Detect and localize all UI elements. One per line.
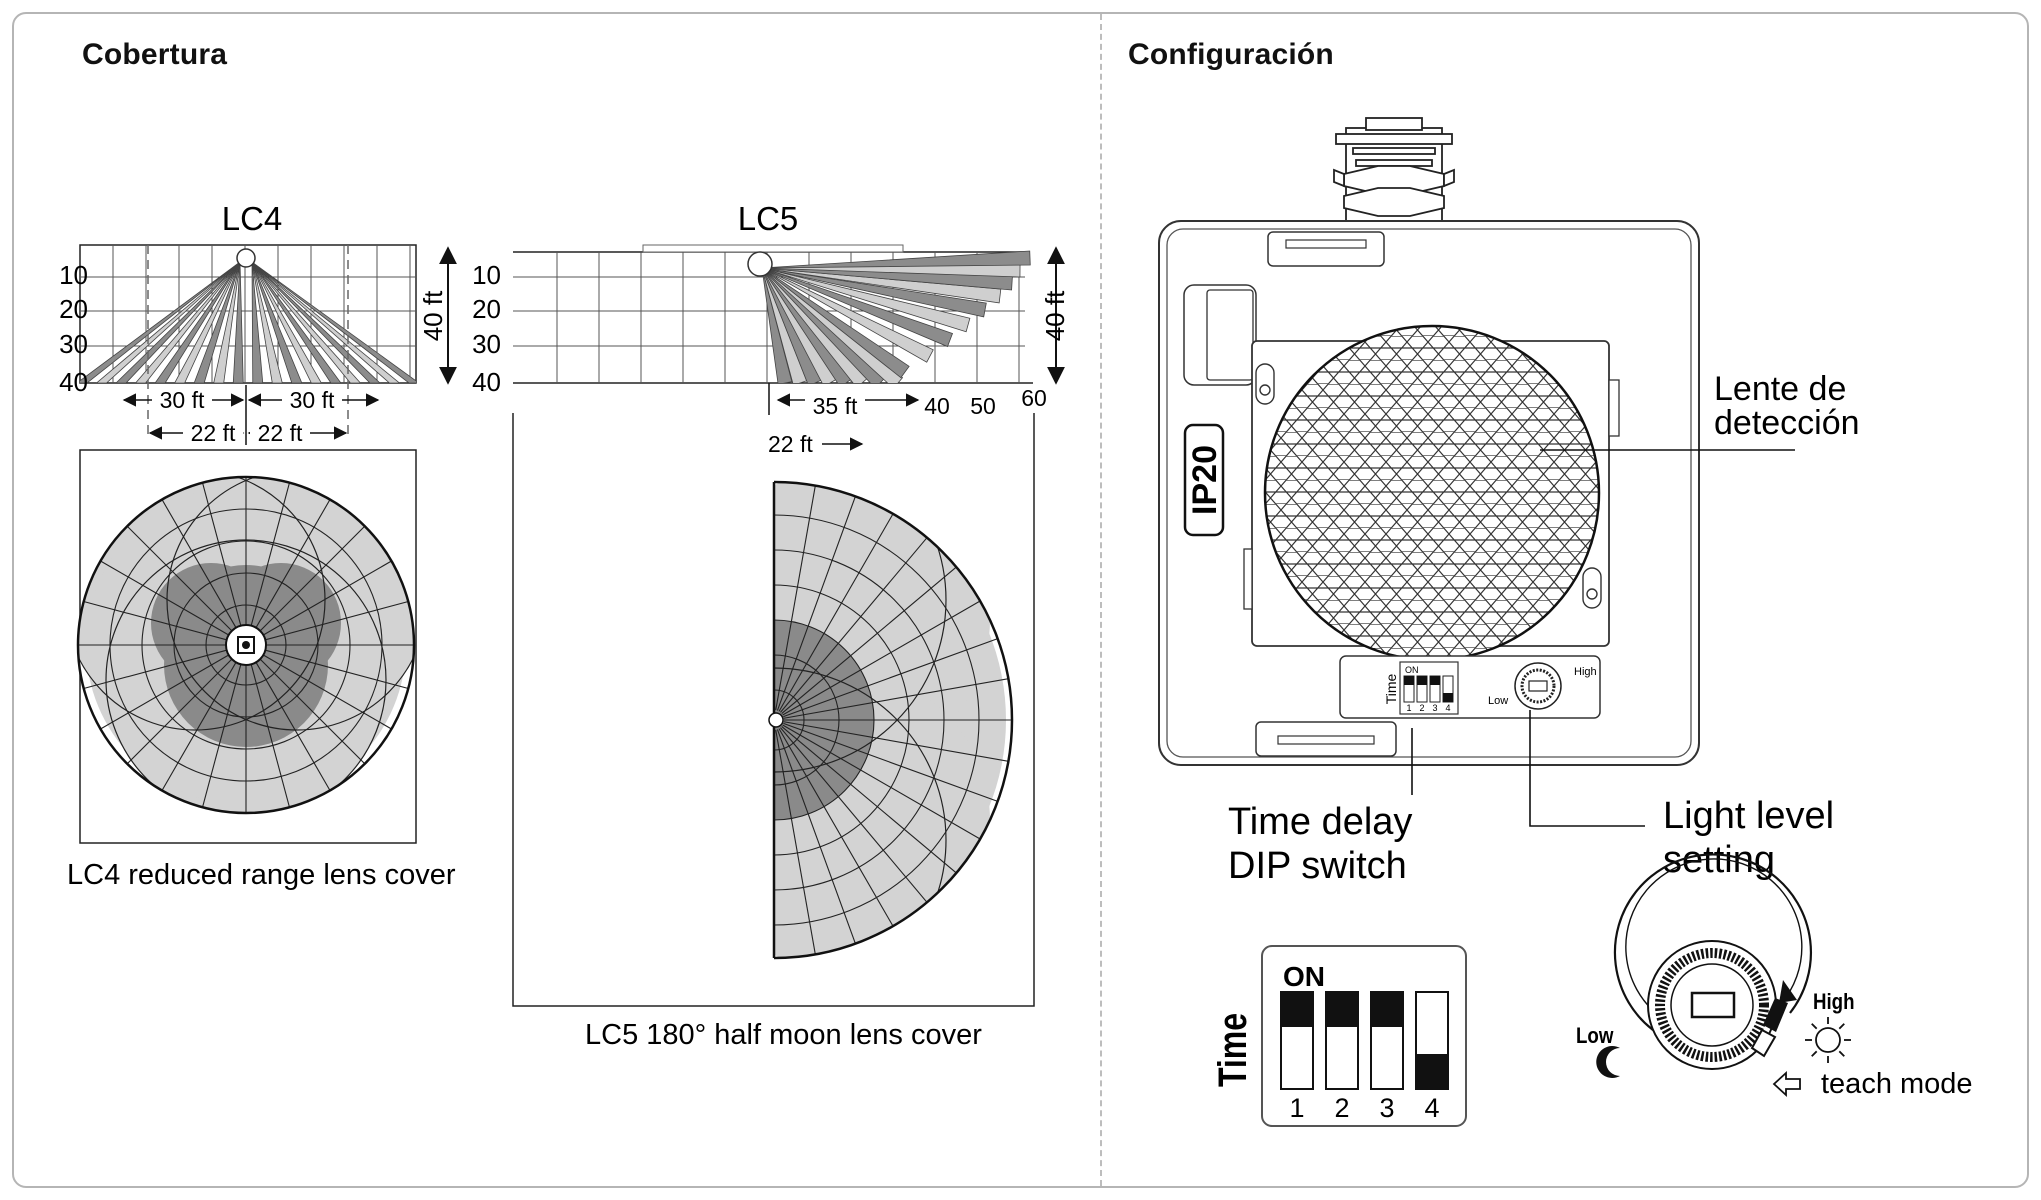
dip-switch-lever — [1326, 992, 1358, 1027]
small-high-label: High — [1574, 666, 1597, 678]
lc5-tick-60: 60 — [1021, 385, 1047, 411]
outer-frame — [12, 12, 2029, 1188]
conduit-nut — [1333, 117, 1455, 227]
small-time-label: Time — [1383, 673, 1399, 704]
lc4-diagram: LC4 10 20 30 40 40 ft 30 ft 30 ft 22 ft … — [59, 200, 457, 891]
knob-teach-label: teach mode — [1821, 1068, 1973, 1100]
knob-low-label: Low — [1576, 1025, 1613, 1049]
lc4-title: LC4 — [222, 200, 283, 237]
coverage-heading: Cobertura — [82, 38, 228, 71]
dip-switch-lever — [1416, 1054, 1448, 1089]
section-divider — [1100, 14, 1102, 1186]
dip-switch-number: 2 — [1334, 1093, 1349, 1123]
lc4-dim-22-right: 22 ft — [258, 420, 303, 446]
lc5-caption: LC5 180° half moon lens cover — [585, 1019, 982, 1051]
lc4-side-view — [79, 244, 457, 440]
small-low-label: Low — [1488, 695, 1508, 707]
lc4-height-label: 40 ft — [418, 290, 448, 341]
dip-label-line2: DIP switch — [1228, 845, 1407, 887]
dip-on-label: ON — [1283, 961, 1325, 992]
lc5-row-label: 10 — [472, 260, 501, 290]
svg-text:1: 1 — [1406, 703, 1411, 713]
light-level-knob-detail: Low High teach mode — [1576, 853, 1973, 1100]
lc4-row-label: 10 — [59, 260, 88, 290]
light-label-line1: Light level — [1663, 795, 1834, 837]
dip-label-line1: Time delay — [1228, 801, 1412, 843]
lc5-height-label: 40 ft — [1040, 290, 1070, 341]
detection-lens — [1265, 326, 1599, 660]
dip-switch-lever — [1371, 992, 1403, 1027]
dip-switch-lever — [1281, 992, 1313, 1027]
lc4-row-label: 30 — [59, 329, 88, 359]
lc4-dim-30-left: 30 ft — [160, 387, 205, 413]
dip-switch-number: 1 — [1289, 1093, 1304, 1123]
lens-label-line2: detección — [1714, 404, 1860, 442]
ip-rating: IP20 — [1186, 445, 1224, 515]
lc5-row-label: 30 — [472, 329, 501, 359]
lc5-tick-40: 40 — [924, 393, 950, 419]
svg-text:2: 2 — [1419, 703, 1424, 713]
knob-high-label: High — [1813, 991, 1855, 1015]
lc4-row-label: 20 — [59, 294, 88, 324]
lc5-tick-50: 50 — [970, 393, 996, 419]
svg-text:3: 3 — [1432, 703, 1437, 713]
lens-label-line1: Lente de — [1714, 370, 1846, 408]
lc4-caption: LC4 reduced range lens cover — [67, 859, 456, 891]
lc5-title: LC5 — [738, 200, 799, 237]
lc5-row-label: 20 — [472, 294, 501, 324]
svg-text:4: 4 — [1445, 703, 1450, 713]
dip-switch-number: 3 — [1379, 1093, 1394, 1123]
lc5-side-view — [513, 244, 1065, 385]
dip-time-label: Time — [1210, 1013, 1255, 1087]
lc5-dim-22: 22 ft — [768, 431, 813, 457]
small-on-label: ON — [1405, 665, 1419, 675]
dip-switch-number: 4 — [1424, 1093, 1439, 1123]
lc5-top-view — [512, 413, 1035, 1007]
lc4-row-label: 40 — [59, 367, 88, 397]
lc5-row-label: 40 — [472, 367, 501, 397]
lc4-dim-30-right: 30 ft — [290, 387, 335, 413]
lc4-dim-22-left: 22 ft — [191, 420, 236, 446]
lc5-dim-35: 35 ft — [813, 393, 858, 419]
lc5-diagram: LC5 10 20 30 40 40 ft 35 ft 40 50 60 22 … — [472, 200, 1070, 1051]
configuration-heading: Configuración — [1128, 38, 1334, 71]
lc4-top-view — [76, 449, 417, 844]
